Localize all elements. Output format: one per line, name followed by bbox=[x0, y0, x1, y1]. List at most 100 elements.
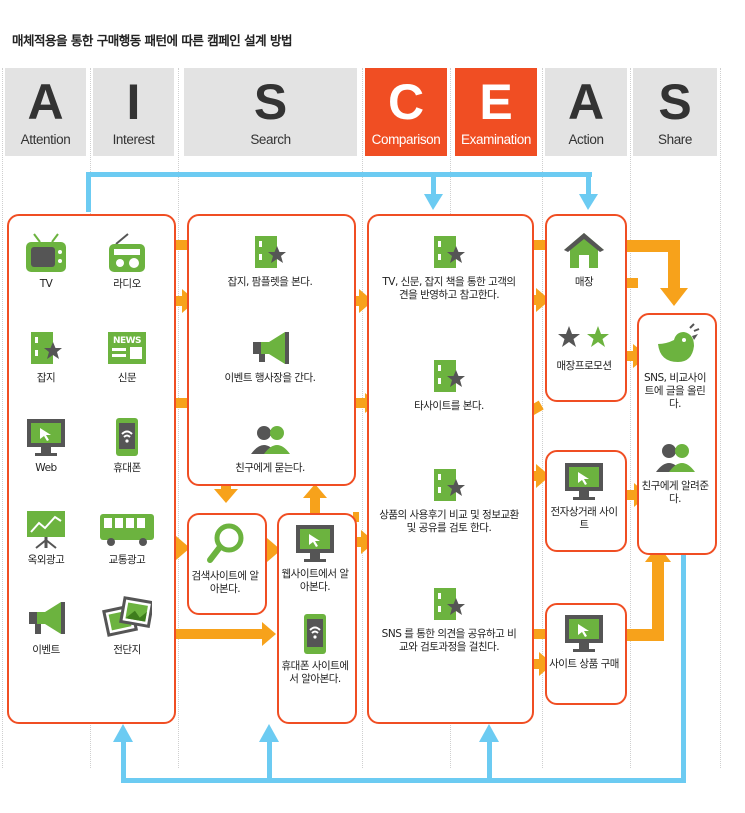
media-radio: 라디오 bbox=[100, 232, 154, 291]
magazine-star-icon bbox=[255, 236, 286, 268]
megaphone-icon bbox=[29, 602, 65, 634]
media-label: Web bbox=[35, 462, 57, 474]
stage-letter: E bbox=[479, 74, 513, 130]
feedback-arrow-top-line bbox=[86, 172, 592, 177]
media-label: 전단지 bbox=[113, 644, 141, 656]
action-ecommerce: 전자상거래 사이트 bbox=[548, 460, 620, 532]
column-divider bbox=[720, 68, 721, 768]
bird-icon bbox=[658, 323, 700, 362]
action-label: 매장프로모션 bbox=[556, 360, 612, 372]
media-label: 휴대폰 bbox=[113, 462, 141, 474]
action-label: 매장 bbox=[574, 276, 594, 288]
media-transit: 교통광고 bbox=[94, 508, 160, 567]
interest-label: 친구에게 묻는다. bbox=[235, 462, 305, 474]
compare-sns: SNS 를 통한 의견을 공유하고 비교와 검토과정을 걸친다. bbox=[378, 584, 520, 654]
interest-magazine: 잡지, 팜플렛을 본다. bbox=[195, 232, 345, 289]
search-label: 검색사이트에 알아본다. bbox=[191, 570, 259, 595]
bus-icon bbox=[100, 514, 154, 546]
column-divider bbox=[178, 68, 179, 768]
media-mobile: 휴대폰 bbox=[100, 416, 154, 475]
magazine-star-icon bbox=[434, 588, 465, 620]
feedback-arrowhead bbox=[479, 724, 499, 742]
monitor-icon bbox=[565, 615, 603, 652]
mobile-phone-icon bbox=[304, 614, 326, 654]
action-store-promo: 매장프로모션 bbox=[548, 322, 620, 373]
billboard-icon bbox=[27, 511, 65, 549]
stage-letter: S bbox=[658, 74, 692, 130]
tv-icon bbox=[26, 233, 66, 272]
magnifier-icon bbox=[207, 523, 244, 563]
feedback-arrow-top-drop-compare bbox=[431, 172, 436, 197]
magazine-star-icon bbox=[434, 469, 465, 501]
stage-word: Examination bbox=[461, 132, 531, 147]
people-icon bbox=[656, 444, 695, 472]
compare-other-site: 타사이트를 본다. bbox=[378, 356, 520, 413]
stage-header-search: S Search bbox=[184, 68, 357, 156]
search-label: 휴대폰 사이트에서 알아본다. bbox=[281, 660, 349, 685]
stage-letter: A bbox=[27, 74, 64, 130]
media-label: 잡지 bbox=[36, 372, 56, 384]
feedback-arrow-bottom-up-attention bbox=[121, 740, 126, 783]
compare-reviews: 상품의 사용후기 비교 및 정보교환 및 공유를 검토 한다. bbox=[378, 465, 520, 535]
media-outdoor: 옥외광고 bbox=[20, 508, 72, 567]
stars-icon bbox=[558, 326, 609, 347]
column-divider bbox=[630, 68, 631, 768]
column-divider bbox=[2, 68, 3, 768]
compare-label: SNS 를 통한 의견을 공유하고 비교와 검토과정을 걸친다. bbox=[381, 628, 517, 653]
media-tv: TV bbox=[20, 232, 72, 291]
people-icon bbox=[251, 426, 290, 454]
stage-letter: A bbox=[567, 74, 605, 130]
magazine-star-icon bbox=[434, 360, 465, 392]
search-website: 웹사이트에서 알아본다. bbox=[279, 522, 351, 594]
stage-word: Search bbox=[250, 132, 291, 147]
media-label: 라디오 bbox=[113, 278, 141, 290]
flyer-photos-icon bbox=[102, 596, 152, 637]
share-sns: SNS, 비교사이트에 글을 올린다. bbox=[640, 322, 710, 411]
media-label: 교통광고 bbox=[108, 554, 146, 566]
feedback-arrowhead bbox=[113, 724, 133, 742]
stage-word: Action bbox=[568, 132, 604, 147]
search-search-site: 검색사이트에 알아본다. bbox=[189, 522, 261, 596]
search-label: 웹사이트에서 알아본다. bbox=[281, 568, 349, 593]
stage-letter: S bbox=[253, 74, 288, 130]
share-friend: 친구에게 알려준다. bbox=[640, 440, 710, 506]
feedback-arrow-bottom-up-search bbox=[267, 740, 272, 783]
monitor-icon bbox=[565, 463, 603, 500]
attention-media-box bbox=[7, 214, 176, 724]
action-store: 매장 bbox=[548, 230, 620, 289]
compare-label: 상품의 사용후기 비교 및 정보교환 및 공유를 검토 한다. bbox=[379, 509, 519, 534]
media-newspaper: NEWS 신문 bbox=[100, 328, 154, 385]
media-magazine: 잡지 bbox=[20, 328, 72, 385]
megaphone-icon bbox=[253, 332, 289, 364]
mobile-phone-icon bbox=[116, 418, 138, 456]
column-divider bbox=[542, 68, 543, 768]
feedback-arrow-top-left bbox=[86, 172, 91, 212]
stage-word: Share bbox=[657, 132, 693, 147]
feedback-arrowhead bbox=[424, 194, 443, 210]
radio-icon bbox=[109, 233, 145, 272]
interest-friend: 친구에게 묻는다. bbox=[195, 422, 345, 475]
column-divider bbox=[362, 68, 363, 768]
stage-letter: C bbox=[387, 74, 425, 130]
media-label: TV bbox=[39, 278, 53, 290]
share-label: SNS, 비교사이트에 글을 올린다. bbox=[644, 372, 707, 410]
action-label: 사이트 상품 구매 bbox=[549, 658, 619, 670]
interest-label: 이벤트 행사장을 간다. bbox=[224, 372, 316, 384]
stage-header-share: S Share bbox=[633, 68, 717, 156]
compare-label: 타사이트를 본다. bbox=[414, 400, 484, 412]
house-icon bbox=[564, 233, 604, 268]
page-title: 매체적용을 통한 구매행동 패턴에 따른 캠페인 설계 방법 bbox=[12, 33, 292, 48]
compare-media: TV, 신문, 잡지 책을 통한 고객의견을 반영하고 참고한다. bbox=[378, 232, 520, 302]
media-label: 이벤트 bbox=[32, 644, 60, 656]
monitor-icon bbox=[296, 525, 334, 562]
magazine-star-icon bbox=[434, 236, 465, 268]
media-web: Web bbox=[20, 416, 72, 475]
monitor-icon bbox=[27, 419, 65, 456]
feedback-arrow-top-drop-action bbox=[586, 172, 591, 197]
media-label: 옥외광고 bbox=[27, 554, 65, 566]
media-flyer: 전단지 bbox=[96, 596, 158, 657]
svg-text:NEWS: NEWS bbox=[113, 336, 141, 346]
